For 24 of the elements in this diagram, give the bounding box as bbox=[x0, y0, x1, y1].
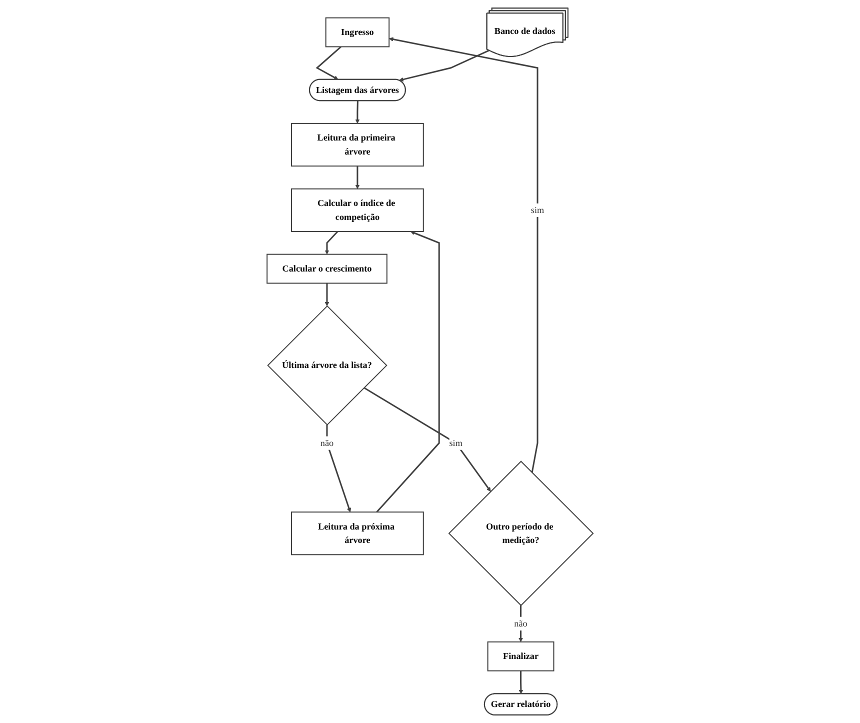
arrow bbox=[518, 605, 523, 642]
arrow bbox=[324, 230, 338, 255]
edge-label: não bbox=[514, 618, 528, 628]
arrow bbox=[398, 50, 490, 82]
arrow bbox=[316, 46, 342, 80]
node-diamond: Outro período de medição? bbox=[448, 460, 594, 606]
arrow bbox=[355, 100, 360, 124]
arrow bbox=[364, 387, 491, 492]
edge-label: sim bbox=[449, 438, 462, 448]
node-box: Leitura da primeira árvore bbox=[290, 122, 424, 167]
edge-label: não bbox=[320, 438, 334, 448]
arrow bbox=[324, 283, 330, 306]
arrow bbox=[518, 670, 524, 694]
node-box: Leitura da próxima árvore bbox=[290, 512, 424, 556]
node-diamond: Última árvore da lista? bbox=[267, 305, 388, 426]
edge-label: sim bbox=[530, 204, 544, 215]
node-box: Ingresso bbox=[325, 17, 390, 48]
arrow bbox=[355, 166, 360, 190]
arrow bbox=[376, 230, 440, 513]
arrow bbox=[388, 37, 538, 473]
node-box: Calcular o crescimento bbox=[266, 254, 388, 284]
node-box: Finalizar bbox=[487, 641, 554, 672]
arrow bbox=[326, 424, 352, 512]
node-box: Calcular o índice de competição bbox=[290, 188, 424, 232]
